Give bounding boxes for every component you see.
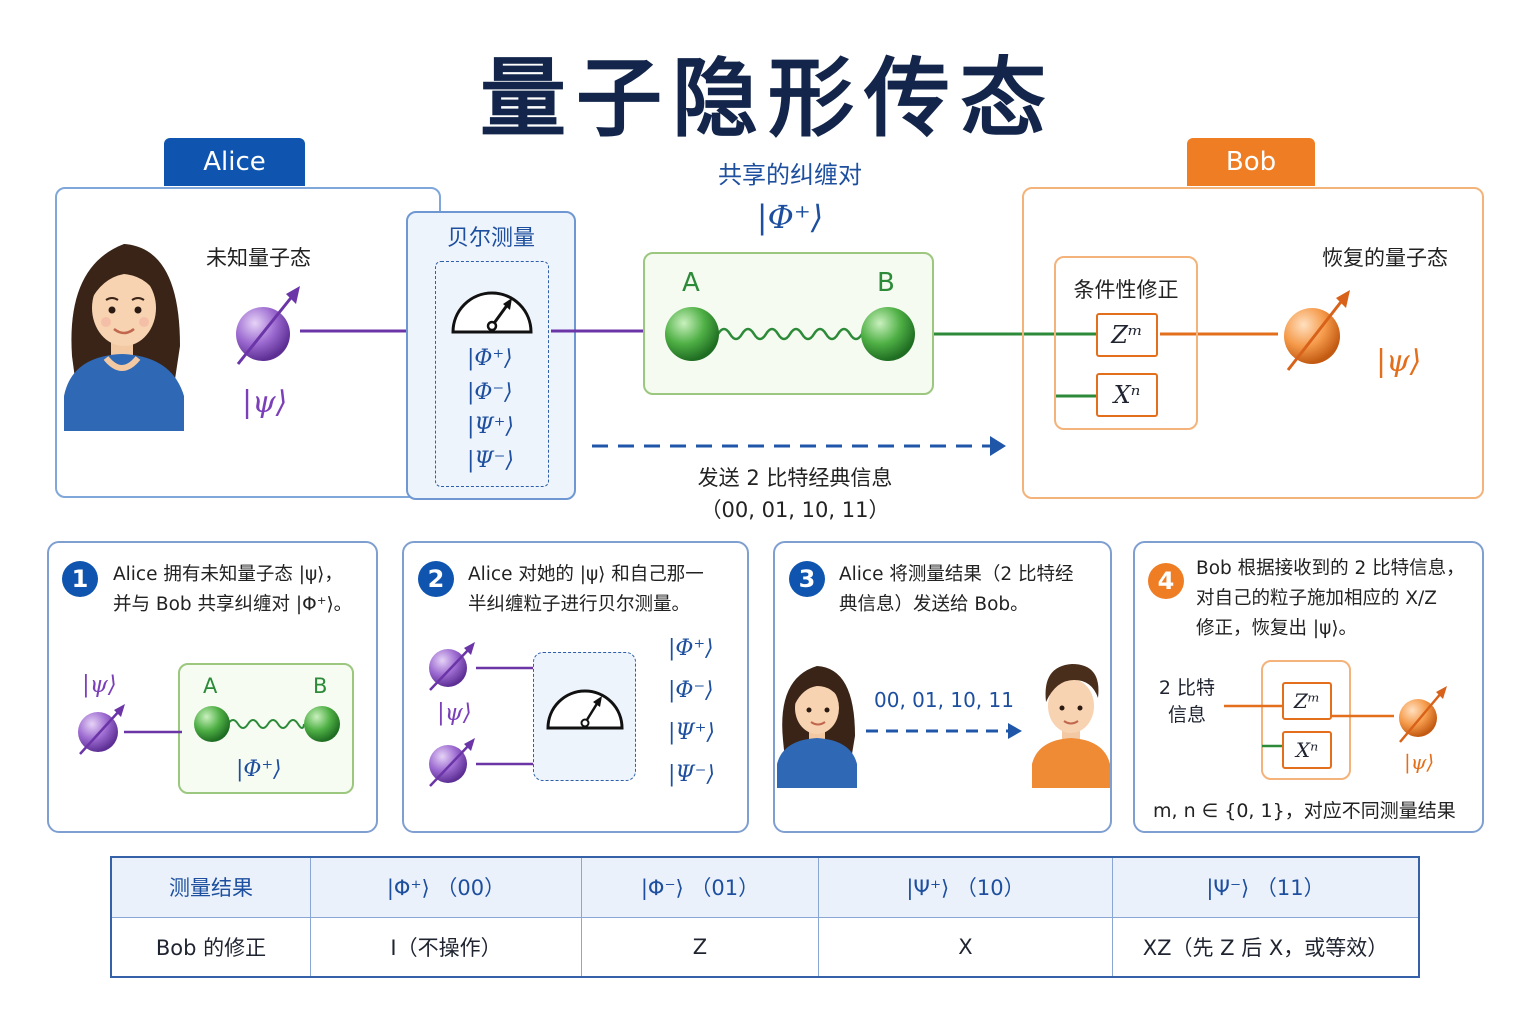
step-4-bits-label-2: 信息 (1167, 704, 1206, 726)
step-4-bits-label-1: 2 比特 (1158, 677, 1216, 699)
table-header-cell: |Ψ⁻⟩ （11） (1112, 856, 1420, 918)
meter-icon (451, 291, 533, 334)
step-3-bits: 00, 01, 10, 11 (874, 688, 1014, 712)
alice-avatar (64, 244, 184, 431)
step-2-line-1: Alice 对她的 |ψ⟩ 和自己那一 (468, 564, 704, 585)
step-number-4: 4 (1148, 563, 1184, 599)
page-title: 量子隐形传态 (480, 49, 1056, 149)
step-1-label-b: B (313, 674, 328, 698)
step-4-line-3: 修正，恢复出 |ψ⟩。 (1196, 618, 1358, 639)
zm-gate: Zᵐ (1096, 313, 1158, 357)
unknown-qubit-icon (236, 286, 300, 365)
bell-inner-box (435, 261, 549, 487)
step-2-diagram (429, 642, 624, 787)
bob-tag: Bob (1187, 138, 1315, 186)
step-3-alice-avatar (777, 666, 857, 788)
bell-state-2: |Φ⁻⟩ (467, 380, 513, 405)
entangled-particles-icon (665, 307, 915, 361)
step-2-bell-1: |Φ⁺⟩ (668, 636, 714, 661)
step-2-bell-3: |Ψ⁺⟩ (668, 720, 715, 745)
step-1-line-1: Alice 拥有未知量子态 |ψ⟩， (113, 564, 343, 585)
step-4-xn-gate: Xⁿ (1282, 731, 1332, 769)
table-cell: XZ（先 Z 后 X，或等效） (1112, 916, 1420, 978)
table-row: Bob 的修正 I（不操作） Z X XZ（先 Z 后 X，或等效） (110, 916, 1420, 978)
step-2-psi: |ψ⟩ (437, 700, 472, 726)
correction-table: 测量结果 |Φ⁺⟩ （00） |Φ⁻⟩ （01） |Ψ⁺⟩ （10） |Ψ⁻⟩ … (110, 856, 1420, 978)
particle-a-label: A (682, 268, 700, 298)
step-number-1: 1 (62, 561, 98, 597)
table-cell: I（不操作） (310, 916, 582, 978)
table-cell: Z (581, 916, 819, 978)
step-1-state: |Φ⁺⟩ (236, 757, 282, 782)
table-cell: X (818, 916, 1113, 978)
table-header-cell: |Φ⁺⟩ （00） (310, 856, 582, 918)
bell-state-3: |Ψ⁺⟩ (467, 414, 514, 439)
step-4-psi: |ψ⟩ (1404, 750, 1435, 774)
xn-gate: Xⁿ (1096, 373, 1158, 417)
step-number-3: 3 (789, 561, 825, 597)
step-3-bob-avatar (1032, 664, 1110, 788)
shared-title: 共享的纠缠对 (718, 161, 862, 189)
bob-panel (1022, 187, 1484, 499)
step-number-2: 2 (418, 561, 454, 597)
step-4-line-2: 对自己的粒子施加相应的 X/Z (1196, 588, 1437, 609)
table-header-cell: |Φ⁻⟩ （01） (581, 856, 819, 918)
step-4-footnote: m, n ∈ {0, 1}，对应不同测量结果 (1153, 800, 1456, 822)
step-2-bell-4: |Ψ⁻⟩ (668, 762, 715, 787)
bell-state-4: |Ψ⁻⟩ (467, 448, 514, 473)
step-3-line-1: Alice 将测量结果（2 比特经 (839, 564, 1074, 585)
particle-b-label: B (877, 268, 895, 298)
step-2-line-2: 半纠缠粒子进行贝尔测量。 (468, 594, 691, 615)
step-3-line-2: 典信息）发送给 Bob。 (839, 594, 1029, 615)
bell-state-1: |Φ⁺⟩ (467, 346, 513, 371)
step-2-bell-2: |Φ⁻⟩ (668, 678, 714, 703)
alice-tag: Alice (164, 138, 305, 186)
step-1-line-2: 并与 Bob 共享纠缠对 |Φ⁺⟩。 (113, 594, 353, 615)
unknown-state-label: 未知量子态 (206, 246, 311, 270)
bell-measurement-box (406, 211, 576, 500)
step-4-lines (1224, 704, 1394, 748)
step-4-zm-gate: Zᵐ (1282, 682, 1332, 720)
send-label: 发送 2 比特经典信息 (697, 466, 893, 490)
correction-title: 条件性修正 (1073, 278, 1179, 302)
step-1-psi: |ψ⟩ (82, 672, 117, 698)
bob-psi: |ψ⟩ (1376, 344, 1422, 379)
step-4-correction-box (1261, 660, 1351, 780)
recovered-label: 恢复的量子态 (1322, 246, 1448, 270)
bell-title: 贝尔测量 (446, 226, 535, 251)
table-cell: Bob 的修正 (110, 916, 311, 978)
step-4-line-1: Bob 根据接收到的 2 比特信息， (1196, 558, 1465, 579)
send-values: （00, 01, 10, 11） (700, 498, 890, 522)
table-header-cell: |Ψ⁺⟩ （10） (818, 856, 1113, 918)
step-1-label-a: A (203, 674, 218, 698)
shared-state: |Φ⁺⟩ (756, 198, 824, 236)
alice-psi: |ψ⟩ (242, 385, 288, 420)
table-header-row: 测量结果 |Φ⁺⟩ （00） |Φ⁻⟩ （01） |Ψ⁺⟩ （10） |Ψ⁻⟩ … (110, 856, 1420, 918)
table-header-cell: 测量结果 (110, 856, 311, 918)
step-1-diagram (78, 704, 340, 755)
step-3-send-arrow (866, 723, 1022, 739)
correction-box (1054, 256, 1198, 430)
recovered-qubit-icon (1284, 290, 1350, 371)
step-4-qubit-icon (1399, 686, 1447, 743)
